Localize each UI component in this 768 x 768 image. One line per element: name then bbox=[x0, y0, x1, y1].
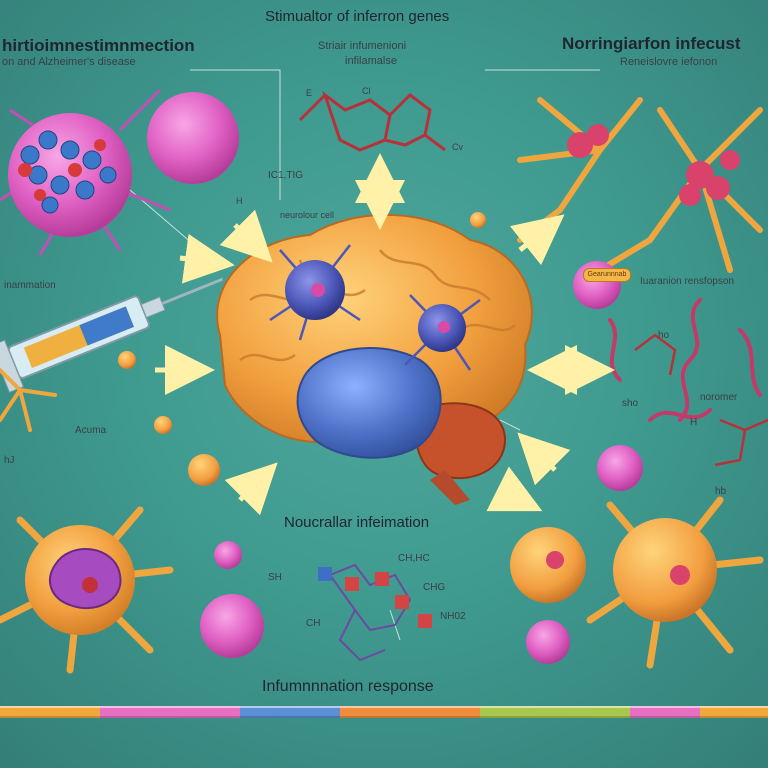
label-sho: sho bbox=[622, 398, 639, 409]
strip-segment bbox=[700, 706, 768, 718]
label-nh02: NH02 bbox=[440, 611, 466, 622]
title-sub-line1: Striair infumenioni bbox=[318, 40, 407, 52]
label-hj: hJ bbox=[4, 455, 15, 466]
red-nodules bbox=[567, 124, 740, 206]
label-acuma: Acuma bbox=[75, 425, 107, 436]
label-right-response: Iuaranion rensfopson bbox=[640, 276, 734, 287]
label-ch: CH bbox=[306, 618, 321, 629]
bottom-color-strip bbox=[0, 706, 768, 718]
blue-neural-cell-2 bbox=[404, 294, 481, 371]
strip-segment bbox=[0, 706, 100, 718]
title: Stimualtor of inferron genes bbox=[265, 8, 450, 25]
microglia-bottom-left bbox=[0, 506, 174, 674]
pink-sphere-top bbox=[147, 92, 239, 184]
right-subheader: Reneislovre iefonon bbox=[620, 56, 718, 68]
mol-label-cl: Cl bbox=[362, 86, 371, 96]
left-orange-dendrite bbox=[0, 368, 57, 432]
mol-label-e: E bbox=[306, 88, 313, 98]
brain bbox=[216, 213, 533, 505]
brain-stem bbox=[430, 470, 470, 505]
molecule-bottom bbox=[318, 563, 432, 662]
microglia-bottom-right bbox=[510, 496, 764, 669]
strip-segment bbox=[240, 706, 340, 718]
strip-segment bbox=[340, 706, 480, 718]
label-center-bottom: Noucrallar infeimation bbox=[284, 514, 430, 531]
label-neural-cell: neurolour cell bbox=[280, 210, 335, 220]
blue-neural-cell-1 bbox=[269, 244, 361, 341]
brain-temporal-lobe bbox=[296, 347, 442, 459]
label-hb: hb bbox=[715, 486, 727, 497]
label-inflammation-left: inammation bbox=[4, 280, 56, 291]
infected-pink-cell bbox=[0, 88, 171, 256]
strip-segment bbox=[480, 706, 630, 718]
label-sh: SH bbox=[268, 572, 282, 583]
title-sub-line2: infilamalse bbox=[345, 55, 397, 67]
syringe bbox=[0, 277, 224, 393]
arrows bbox=[155, 153, 615, 516]
label-chg: CHG bbox=[423, 582, 446, 593]
mol-label-cv: Cv bbox=[452, 142, 463, 152]
label-ch-hc: CH,HC bbox=[398, 553, 430, 564]
badge: Gearunnnab bbox=[583, 268, 631, 282]
label-h-left: H bbox=[236, 196, 243, 206]
label-ho: ho bbox=[658, 330, 670, 341]
strip-segment bbox=[630, 706, 700, 718]
strip-segment bbox=[100, 706, 240, 718]
small-orange-cells bbox=[118, 212, 486, 486]
molecule-right bbox=[634, 333, 768, 467]
label-noromer: noromer bbox=[700, 392, 738, 403]
molecule-top bbox=[298, 90, 446, 152]
right-header: Norringiarfon infecust bbox=[562, 34, 741, 53]
left-subheader: on and Alzheimer's disease bbox=[2, 56, 136, 68]
label-h-right: H bbox=[690, 417, 698, 428]
label-footer: Infumnnnation response bbox=[262, 678, 434, 695]
label-ic: IC1,TIG bbox=[268, 170, 304, 181]
left-header: hirtioimnestimnmection bbox=[2, 36, 195, 55]
